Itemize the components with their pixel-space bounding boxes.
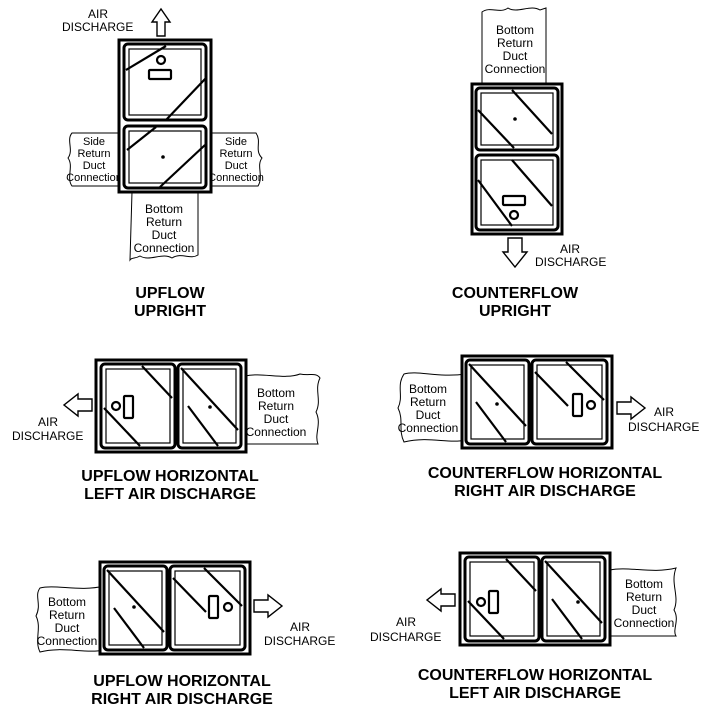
right-arrow-icon bbox=[253, 593, 284, 619]
door-handle-icon bbox=[501, 194, 527, 207]
left-door bbox=[99, 362, 177, 450]
door-knob-icon bbox=[508, 209, 520, 221]
door-handle-icon bbox=[571, 392, 584, 418]
bottom-return-duct bbox=[129, 191, 199, 262]
door-handle-icon bbox=[147, 68, 173, 81]
bottom-return-duct bbox=[481, 7, 547, 85]
left-arrow-icon bbox=[425, 587, 456, 613]
lower-door bbox=[474, 153, 560, 232]
door-knob-icon bbox=[222, 601, 234, 613]
door-knob-icon bbox=[110, 400, 122, 412]
left-door bbox=[464, 358, 531, 446]
right-door bbox=[530, 358, 609, 446]
upper-door bbox=[122, 42, 208, 122]
right-door bbox=[540, 555, 607, 643]
door-handle-icon bbox=[207, 594, 220, 620]
left-arrow-icon bbox=[62, 392, 93, 418]
left-door bbox=[463, 555, 541, 643]
side-return-duct-right bbox=[209, 132, 263, 187]
right-door bbox=[168, 564, 247, 652]
door-knob-icon bbox=[475, 596, 487, 608]
door-handle-icon bbox=[122, 394, 135, 420]
right-arrow-icon bbox=[616, 395, 647, 421]
lower-door bbox=[122, 124, 208, 190]
bottom-return-duct bbox=[609, 567, 677, 637]
door-knob-icon bbox=[155, 54, 167, 66]
bottom-return-duct bbox=[244, 373, 321, 445]
up-arrow-icon bbox=[150, 7, 172, 37]
door-center-dot bbox=[161, 155, 165, 159]
door-knob-icon bbox=[585, 399, 597, 411]
side-return-duct-left bbox=[67, 132, 123, 187]
left-door bbox=[102, 564, 169, 652]
door-handle-icon bbox=[487, 589, 500, 615]
bottom-return-duct bbox=[35, 585, 105, 653]
bottom-return-duct bbox=[397, 372, 467, 443]
down-arrow-icon bbox=[501, 237, 529, 269]
upper-door bbox=[474, 86, 560, 152]
